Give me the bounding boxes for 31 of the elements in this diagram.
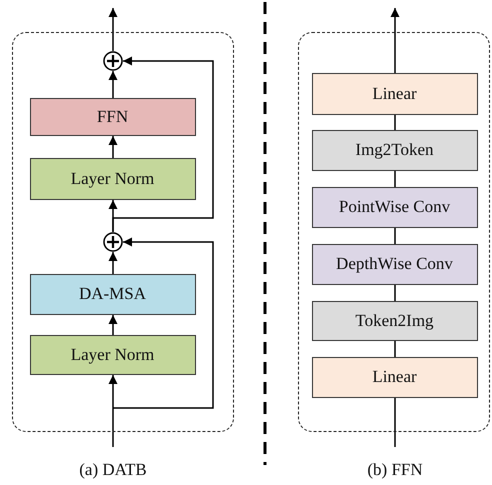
sum-node — [102, 232, 122, 252]
layer-norm-box: Layer Norm — [30, 158, 196, 200]
dashed-container — [298, 32, 490, 432]
connector-line — [394, 398, 396, 447]
arrow — [113, 238, 214, 409]
arrow — [108, 375, 118, 447]
connector-line — [394, 115, 396, 130]
conversion-box: Token2Img — [312, 300, 478, 340]
arrow — [108, 315, 118, 335]
convolution-box: PointWise Conv — [312, 186, 478, 228]
attention-box: DA-MSA — [30, 274, 196, 314]
arrow — [390, 8, 400, 73]
panel-caption: (a) DATB — [79, 460, 147, 480]
dashed-container — [12, 32, 234, 432]
layer-norm-box: Layer Norm — [30, 334, 196, 374]
arrow — [108, 136, 118, 158]
arrow — [108, 71, 118, 98]
conversion-box: Img2Token — [312, 130, 478, 170]
convolution-box: DepthWise Conv — [312, 244, 478, 284]
arrow — [108, 8, 118, 51]
ffn-box: FFN — [30, 98, 196, 136]
connector-line — [394, 285, 396, 301]
connector-line — [394, 341, 396, 357]
linear-box: Linear — [312, 72, 478, 114]
panel-caption: (b) FFN — [367, 460, 423, 480]
linear-box: Linear — [312, 356, 478, 398]
arrow — [112, 56, 214, 232]
connector-line — [394, 228, 396, 244]
connector-line — [394, 171, 396, 187]
arrow — [108, 252, 118, 274]
sum-node — [102, 50, 122, 70]
